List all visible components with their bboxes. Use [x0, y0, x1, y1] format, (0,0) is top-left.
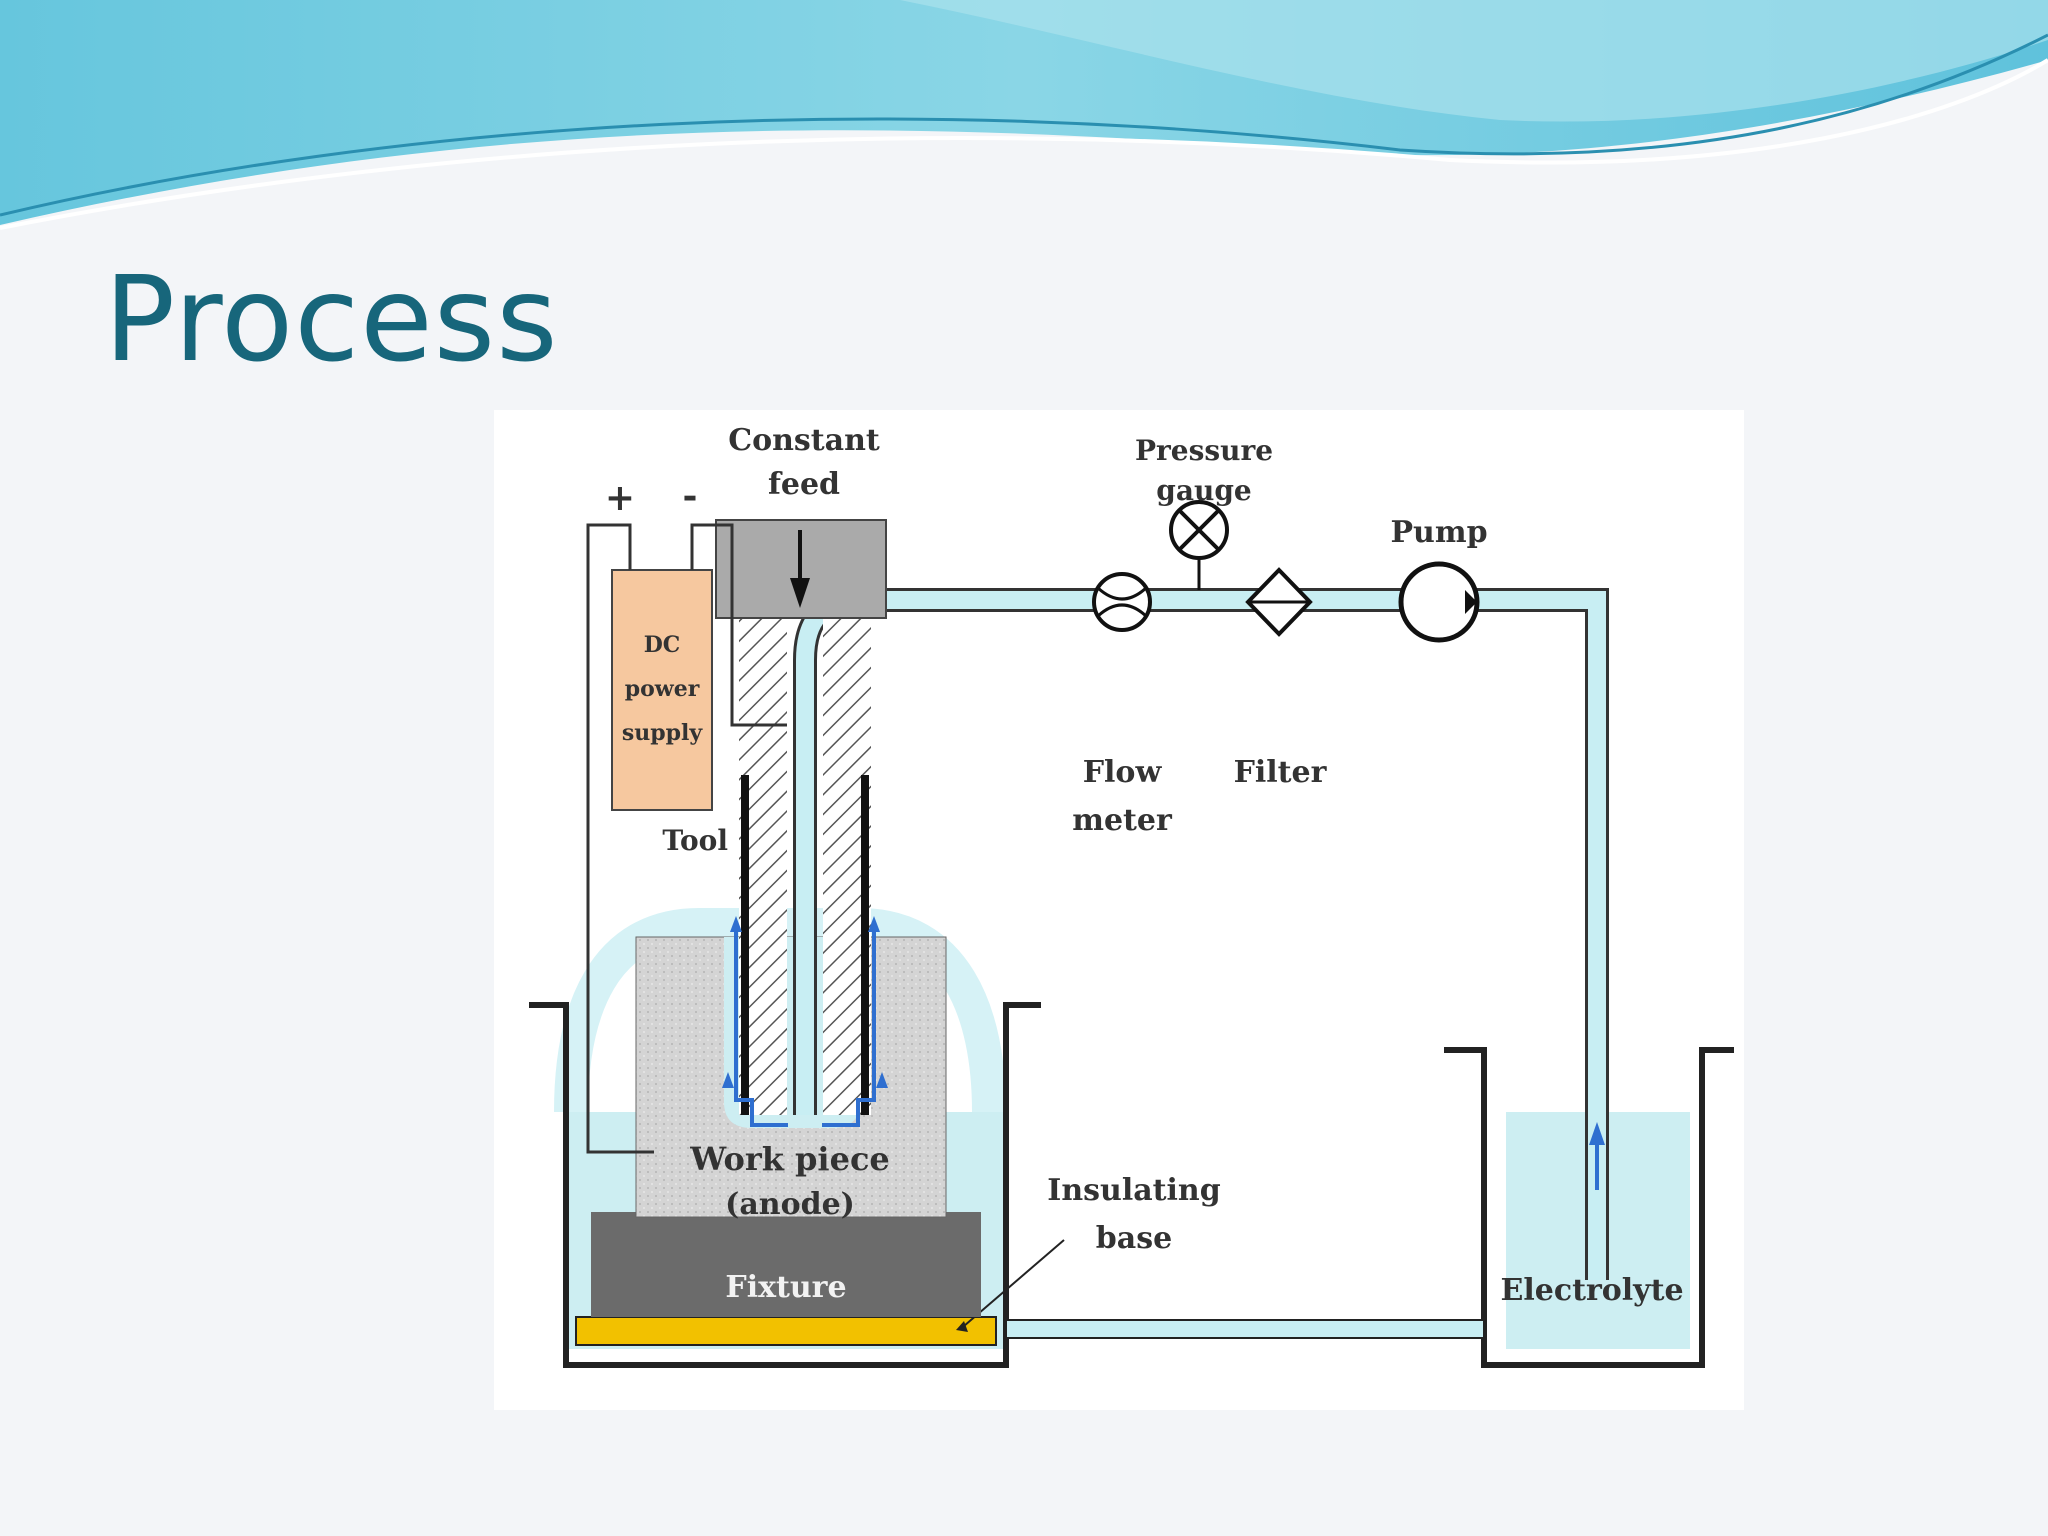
positive-terminal-label: + — [605, 477, 635, 519]
flow-arrow-left — [734, 930, 788, 1127]
tank-left-outline — [529, 1002, 1041, 1368]
feed-arrow-head — [790, 578, 810, 608]
diagram-panel: Fixture Work piece (anode) — [494, 410, 1744, 1410]
insulating-base-label-2: base — [1096, 1221, 1172, 1256]
insulating-base — [575, 1316, 997, 1346]
ecm-process-diagram: Fixture Work piece (anode) — [529, 423, 1734, 1368]
electrolyte-label: Electrolyte — [1500, 1273, 1683, 1308]
slide-title: Process — [104, 250, 559, 388]
dc-label-3: supply — [622, 720, 704, 746]
tank-right-outline — [1444, 1047, 1734, 1368]
pressure-gauge-label-1: Pressure — [1135, 434, 1273, 467]
workpiece-anode-label: (anode) — [725, 1187, 855, 1222]
dc-label-1: DC — [644, 632, 681, 658]
filter-label: Filter — [1234, 755, 1328, 790]
pressure-gauge-icon — [1169, 500, 1229, 560]
constant-feed-label-2: feed — [768, 467, 840, 502]
pressure-gauge-label-2: gauge — [1156, 474, 1251, 507]
workpiece-label: Work piece — [689, 1140, 890, 1178]
flow-arrow-right — [822, 930, 876, 1127]
flow-arrowhead-low-left — [722, 1072, 734, 1088]
flow-arrowhead-low-right — [876, 1072, 888, 1088]
flow-meter-label-1: Flow — [1083, 755, 1163, 790]
insulating-base-label-1: Insulating — [1047, 1173, 1220, 1208]
negative-wire — [690, 523, 787, 727]
pump-icon — [1398, 561, 1480, 643]
filter-icon — [1245, 567, 1313, 637]
flow-meter-icon — [1092, 572, 1152, 632]
tool-label: Tool — [662, 824, 728, 857]
fixture-label: Fixture — [725, 1270, 846, 1305]
return-pipe — [1005, 1319, 1485, 1339]
fixture — [591, 1212, 981, 1317]
pump-label: Pump — [1390, 515, 1487, 550]
constant-feed-label-1: Constant — [728, 423, 880, 458]
flow-meter-label-2: meter — [1072, 803, 1173, 838]
flow-arrowhead-left — [730, 916, 742, 932]
negative-terminal-label: - — [683, 475, 698, 517]
dc-label-2: power — [625, 676, 700, 702]
dc-power-supply — [611, 569, 713, 811]
insulating-base-pointer — [956, 1321, 968, 1332]
flow-arrowhead-tank — [1589, 1122, 1605, 1145]
positive-wire — [586, 523, 654, 1154]
header-wave-decoration — [0, 0, 2048, 230]
flow-arrowhead-right — [868, 916, 880, 932]
